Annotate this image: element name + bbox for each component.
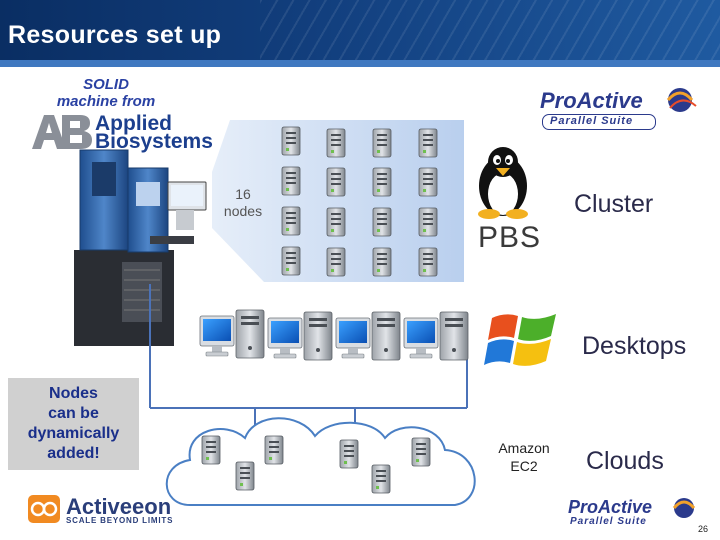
desktop-computers (199, 309, 469, 361)
nodes-count-line2: nodes (223, 203, 263, 219)
cloud-provider-line1: Amazon (498, 440, 550, 456)
pbs-logo-text: PBS (478, 221, 542, 254)
title-bar (0, 0, 720, 67)
proactive-logo-main: ProActive (540, 88, 643, 113)
vendor-name-line2: Biosystems (95, 130, 213, 153)
title-bar-underline (0, 60, 720, 67)
callout-text: Nodes can be dynamically added! (8, 384, 139, 464)
page-number: 26 (698, 524, 709, 534)
proactive-logo-bottom: ProActive Parallel Suite (568, 498, 688, 534)
cluster-panel (212, 120, 464, 282)
clouds-label: Clouds (586, 447, 664, 475)
vendor-name-line1: Applied (95, 112, 172, 135)
windows-logo-icon (484, 314, 556, 366)
activeeon-glyph-icon (28, 495, 60, 523)
solid-machine-icon (74, 104, 207, 346)
cloud-provider-label: Amazon EC2 (487, 439, 561, 475)
machine-label-line1: SOLID (83, 76, 129, 93)
applied-biosystems-logo-icon (32, 115, 92, 149)
cluster-label: Cluster (574, 190, 654, 218)
proactive-logo-main-bottom: ProActive (568, 497, 653, 517)
proactive-swirl-icon-bottom (672, 498, 696, 518)
activeeon-name: Activeeon (66, 494, 172, 519)
proactive-swirl-icon (666, 88, 697, 112)
title-bar-pattern (260, 0, 720, 67)
slide-title: Resources set up (8, 21, 222, 49)
callout-box (8, 378, 139, 470)
cloud-icon (165, 417, 476, 506)
callout-line2: can be (48, 405, 99, 422)
linux-tux-icon (478, 147, 528, 219)
callout-line3: dynamically (27, 425, 120, 442)
proactive-logo-sub-bottom: Parallel Suite (570, 516, 647, 527)
cluster-nodes-count: 16 nodes (218, 186, 268, 220)
cloud-provider-line2: EC2 (510, 458, 538, 474)
desktops-label: Desktops (582, 332, 687, 360)
proactive-logo-sub: Parallel Suite (550, 115, 634, 127)
activeeon-tagline: SCALE BEYOND LIMITS (66, 516, 174, 525)
callout-line4: added! (47, 445, 100, 462)
nodes-count-line1: 16 (235, 186, 251, 202)
machine-label: SOLID machine from (40, 76, 172, 110)
proactive-logo-top: ProActive Parallel Suite (540, 90, 670, 130)
callout-line1: Nodes (49, 385, 98, 402)
machine-label-line2: machine from (56, 93, 156, 110)
